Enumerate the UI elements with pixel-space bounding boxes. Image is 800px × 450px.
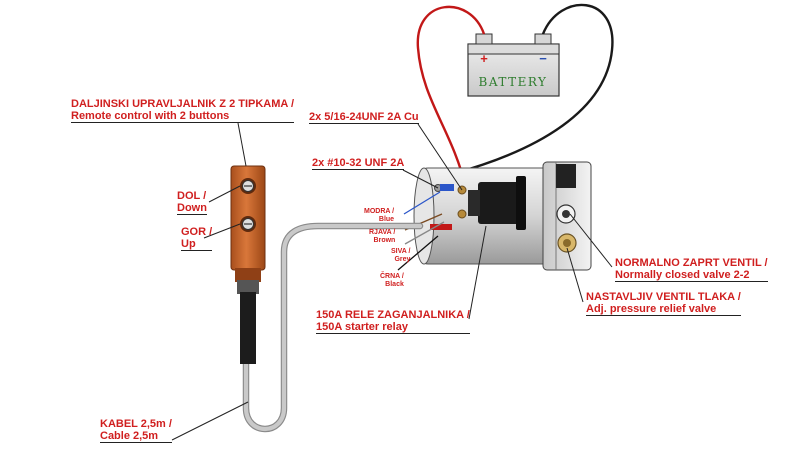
- up-button-label-line1: GOR /: [181, 226, 213, 238]
- battery-label: BATTERY: [479, 75, 548, 89]
- pressure-relief-valve-label: NASTAVLJIV VENTIL TLAKA / Adj. pressure …: [586, 291, 741, 316]
- down-button-label-line2: Down: [177, 202, 207, 214]
- small-bolt-label: 2x #10-32 UNF 2A: [312, 157, 405, 170]
- battery-minus-sign: −: [539, 51, 547, 66]
- remote-control: [230, 165, 266, 364]
- valve-coil: [556, 164, 576, 188]
- up-button-label: GOR / Up: [181, 226, 213, 251]
- battery-negative-terminal: [534, 33, 552, 45]
- blue-wire-label: MODRA / Blue: [364, 208, 394, 224]
- starter-relay-label: 150A RELE ZAGANJALNIKA / 150A starter re…: [316, 309, 470, 334]
- starter-relay-label-line1: 150A RELE ZAGANJALNIKA /: [316, 309, 470, 321]
- grey-wire-label: SIVA / Grey: [391, 248, 410, 264]
- brown-wire-label-line2: Brown: [373, 237, 396, 244]
- battery-plus-sign: +: [480, 51, 488, 66]
- black-wire-label-line1: ČRNA /: [380, 273, 404, 280]
- large-bolt-label: 2x 5/16-24UNF 2A Cu: [309, 111, 419, 124]
- starter-relay-label-line2: 150A starter relay: [316, 321, 408, 333]
- battery-positive-terminal: [475, 33, 493, 45]
- normally-closed-valve-label-line2: Normally closed valve 2-2: [615, 269, 750, 281]
- pressure-relief-valve-label-line2: Adj. pressure relief valve: [586, 303, 717, 315]
- remote-control-label-line1: DALJINSKI UPRAVLJALNIK Z 2 TIPKAMA /: [71, 98, 295, 110]
- battery-positive-wire: [416, 5, 486, 189]
- normally-closed-valve-label-line1: NORMALNO ZAPRT VENTIL /: [615, 257, 768, 269]
- pressure-relief-valve-label-line1: NASTAVLJIV VENTIL TLAKA /: [586, 291, 741, 303]
- grey-wire-label-line1: SIVA /: [391, 248, 411, 255]
- leader-lines: [171, 122, 613, 441]
- down-button-label-line1: DOL /: [177, 190, 207, 202]
- battery-negative-wire: [451, 3, 614, 176]
- remote-control-label: DALJINSKI UPRAVLJALNIK Z 2 TIPKAMA / Rem…: [71, 98, 295, 123]
- cable-label-line1: KABEL 2,5m /: [100, 418, 172, 430]
- black-wire-label: ČRNA / Black: [380, 273, 404, 289]
- cable-label: KABEL 2,5m / Cable 2,5m: [100, 418, 172, 443]
- normally-closed-valve-label: NORMALNO ZAPRT VENTIL / Normally closed …: [615, 257, 768, 282]
- grey-wire-label-line2: Grey: [394, 256, 411, 263]
- brown-wire-label-line1: RJAVA /: [369, 229, 396, 236]
- large-bolt-label-line1: 2x 5/16-24UNF 2A Cu: [309, 111, 419, 123]
- up-button-label-line2: Up: [181, 238, 196, 250]
- relay-large-terminal: [457, 209, 467, 219]
- small-bolt-label-line1: 2x #10-32 UNF 2A: [312, 157, 405, 169]
- blue-wire-label-line2: Blue: [378, 216, 395, 223]
- cable-label-line2: Cable 2,5m: [100, 430, 159, 442]
- black-wire-label-line2: Black: [385, 281, 404, 288]
- blue-wire-label-line1: MODRA /: [364, 208, 395, 215]
- starter-relay: [430, 176, 526, 230]
- down-button-label: DOL / Down: [177, 190, 207, 215]
- brown-wire-label: RJAVA / Brown: [369, 229, 395, 245]
- relay-control-wires: [397, 191, 445, 271]
- battery: + − BATTERY: [467, 33, 560, 97]
- remote-control-label-line2: Remote control with 2 buttons: [71, 110, 230, 122]
